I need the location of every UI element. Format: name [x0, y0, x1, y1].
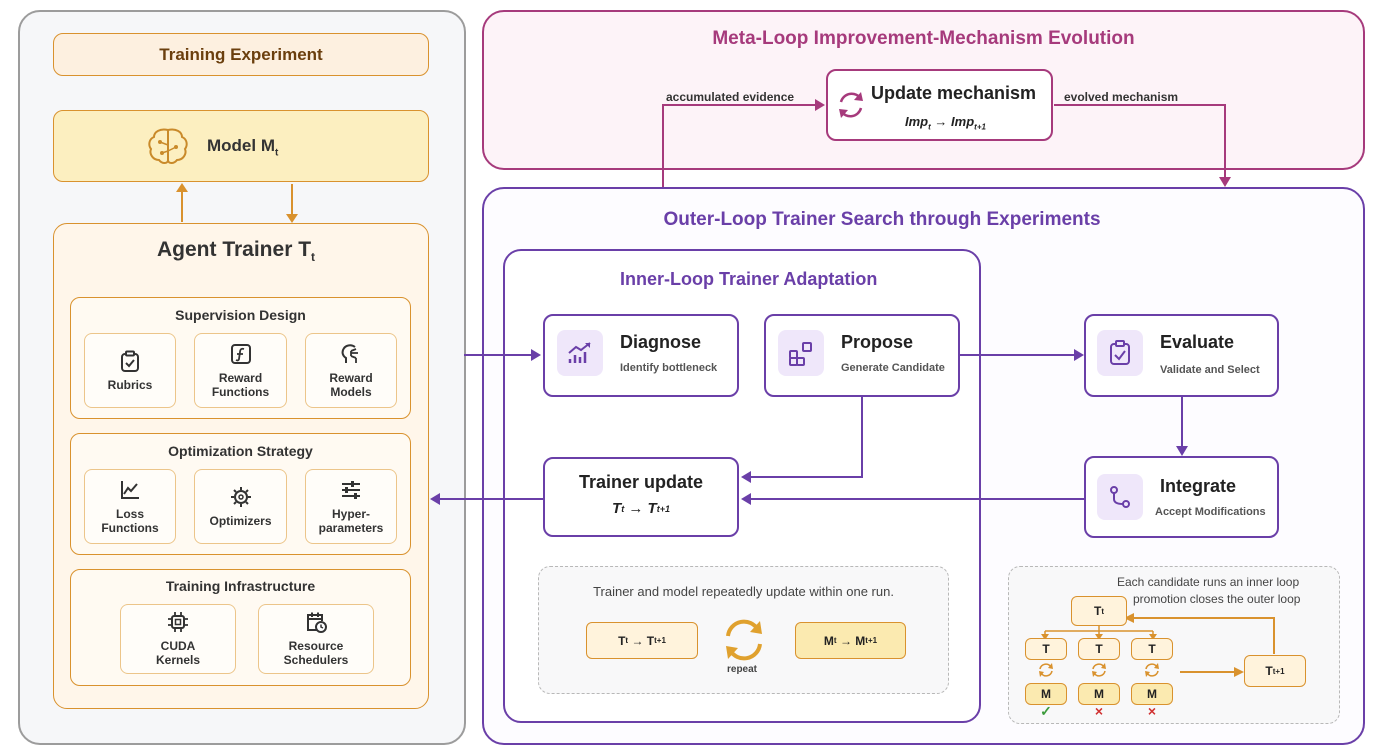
integrate-sub: Accept Modifications — [1155, 506, 1266, 518]
tree-cycle-icon-1 — [1037, 661, 1055, 684]
blocks-icon — [778, 330, 824, 376]
tree-cycle-icon-3 — [1143, 661, 1161, 684]
trainer-update-title: Trainer update — [578, 472, 704, 492]
refresh-icon — [834, 88, 868, 127]
agent-trainer-label: Agent Trainer Tt — [157, 238, 316, 265]
merge-icon — [1097, 474, 1143, 520]
tree-t-node-1: T — [1025, 638, 1067, 660]
training-experiment-title: Training Experiment — [53, 33, 429, 76]
repeat-label: repeat — [727, 664, 758, 675]
accumulated-evidence-label: accumulated evidence — [666, 90, 795, 104]
tree-t-node-2: T — [1078, 638, 1120, 660]
training-infrastructure-title: Training Infrastructure — [165, 578, 316, 594]
meta-loop-title: Meta-Loop Improvement-Mechanism Evolutio… — [712, 28, 1135, 49]
evaluate-title: Evaluate — [1160, 332, 1235, 352]
chip-icon — [168, 612, 188, 632]
calendar-clock-icon — [307, 612, 327, 633]
diagnose-title: Diagnose — [620, 332, 702, 352]
propose-title: Propose — [841, 332, 914, 352]
cross-icon-1: × — [1094, 703, 1104, 719]
supervision-design-title: Supervision Design — [175, 307, 306, 323]
tree-m-node-3: M — [1131, 683, 1173, 705]
evolved-mechanism-label: evolved mechanism — [1064, 90, 1179, 104]
optimizers-card: Optimizers — [194, 469, 287, 544]
inner-loop-title: Inner-Loop Trainer Adaptation — [620, 269, 878, 289]
tree-m-node-1: M — [1025, 683, 1067, 705]
rubrics-card: Rubrics — [84, 333, 176, 408]
inner-note-text: Trainer and model repeatedly update with… — [593, 584, 894, 599]
tree-t-node-3: T — [1131, 638, 1173, 660]
chart-icon — [557, 330, 603, 376]
tree-note-2: promotion closes the outer loop — [1133, 592, 1301, 606]
model-label: Model Mt — [207, 136, 279, 159]
tree-note-1: Each candidate runs an inner loop — [1117, 575, 1300, 589]
tree-connectors — [1041, 613, 1275, 677]
propose-sub: Generate Candidate — [841, 362, 945, 374]
tree-m-node-2: M — [1078, 683, 1120, 705]
brain-head-icon — [341, 343, 358, 363]
outer-loop-title: Outer-Loop Trainer Search through Experi… — [663, 209, 1101, 230]
line-chart-icon — [121, 480, 139, 499]
diagnose-sub: Identify bottleneck — [620, 362, 718, 374]
sliders-icon — [342, 480, 360, 499]
meta-loop-arrows — [662, 99, 1231, 188]
check-icon: ✓ — [1040, 703, 1052, 719]
optimization-strategy-title: Optimization Strategy — [168, 443, 313, 459]
clipboard-icon — [121, 350, 139, 372]
model-trainer-arrows — [176, 183, 298, 223]
tree-cycle-icon-2 — [1090, 661, 1108, 684]
function-icon — [230, 343, 251, 364]
cross-icon-2: × — [1147, 703, 1157, 719]
outer-loop-arrows — [430, 349, 1188, 505]
update-mechanism-title: Update mechanism — [871, 83, 1037, 103]
integrate-title: Integrate — [1160, 476, 1237, 496]
brain-icon — [146, 127, 190, 170]
evaluate-sub: Validate and Select — [1160, 364, 1260, 376]
update-mechanism-box — [826, 69, 1053, 141]
repeat-icon — [720, 616, 768, 669]
clipboard-check-icon — [1097, 330, 1143, 376]
hyperparameters-card: Hyper-parameters — [305, 469, 397, 544]
model-box: Model Mt — [53, 110, 429, 182]
gear-icon — [230, 486, 251, 507]
trainer-update-box — [543, 457, 739, 537]
update-mechanism-formula: Impt → Impt+1 — [905, 114, 986, 132]
